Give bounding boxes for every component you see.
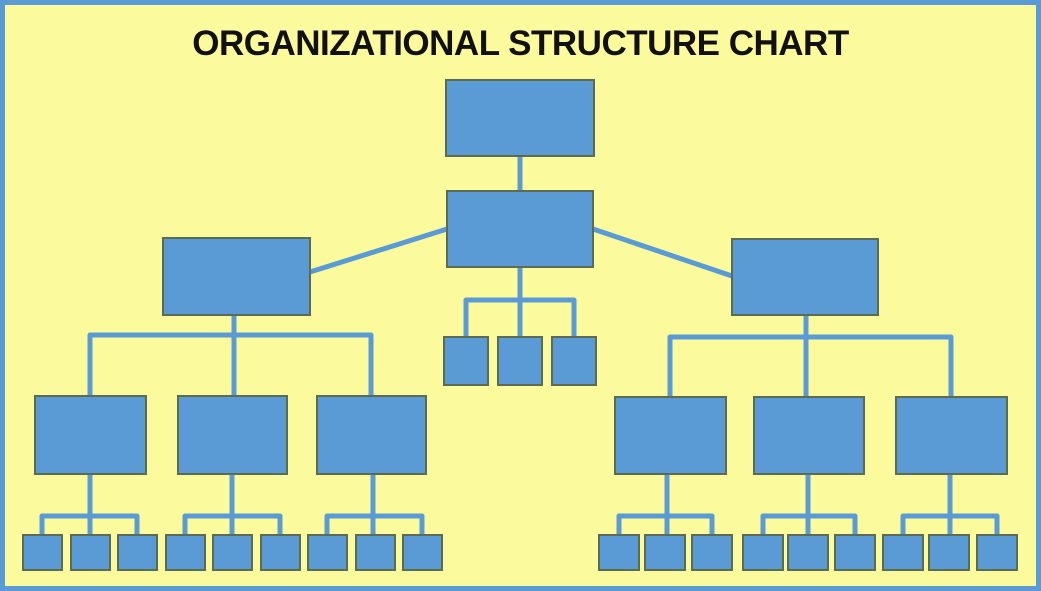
right-staff-box-4 <box>742 534 784 571</box>
right-manager-box-2 <box>753 396 865 475</box>
right-branch-box <box>731 238 879 316</box>
connector-group <box>39 156 1000 535</box>
connector-left-manager-2-bracket <box>182 513 283 535</box>
left-branch-box <box>162 237 311 316</box>
right-staff-box-5 <box>787 534 829 571</box>
connector-right-manager-1-bracket <box>616 513 715 535</box>
left-manager-box-2 <box>177 395 288 475</box>
connector-right-branch-bracket <box>667 334 954 397</box>
connector-level2-to-left-branch <box>309 226 448 275</box>
center-report-box-1 <box>443 336 489 386</box>
page-title: ORGANIZATIONAL STRUCTURE CHART <box>192 24 849 63</box>
connector-right-manager-2-bracket <box>760 513 858 535</box>
left-staff-box-3 <box>117 534 158 571</box>
left-staff-box-1 <box>22 534 63 571</box>
left-staff-box-7 <box>307 534 348 571</box>
connector-center-bracket <box>463 297 577 338</box>
right-staff-box-7 <box>882 534 924 571</box>
right-staff-box-9 <box>976 534 1018 571</box>
connector-left-branch-bracket <box>87 332 374 396</box>
center-report-box-2 <box>497 336 543 386</box>
left-staff-box-2 <box>70 534 111 571</box>
connector-right-manager-3-bracket <box>900 513 1000 535</box>
left-staff-box-6 <box>260 534 301 571</box>
right-staff-box-3 <box>691 534 733 571</box>
right-staff-box-8 <box>928 534 970 571</box>
node-group <box>22 79 1018 571</box>
connector-left-manager-3-bracket <box>324 513 425 535</box>
root-box <box>445 79 595 157</box>
right-staff-box-2 <box>644 534 686 571</box>
connector-left-manager-1-bracket <box>39 513 140 535</box>
right-manager-box-3 <box>895 396 1008 475</box>
right-manager-box-1 <box>614 396 727 475</box>
left-staff-box-4 <box>165 534 206 571</box>
left-manager-box-1 <box>34 395 147 475</box>
connector-level2-to-right-branch <box>592 226 733 279</box>
left-staff-box-8 <box>355 534 396 571</box>
left-staff-box-9 <box>402 534 443 571</box>
left-manager-box-3 <box>316 395 427 475</box>
right-staff-box-1 <box>598 534 640 571</box>
level2-box <box>446 190 594 268</box>
left-staff-box-5 <box>212 534 253 571</box>
right-staff-box-6 <box>834 534 876 571</box>
center-report-box-3 <box>551 336 597 386</box>
